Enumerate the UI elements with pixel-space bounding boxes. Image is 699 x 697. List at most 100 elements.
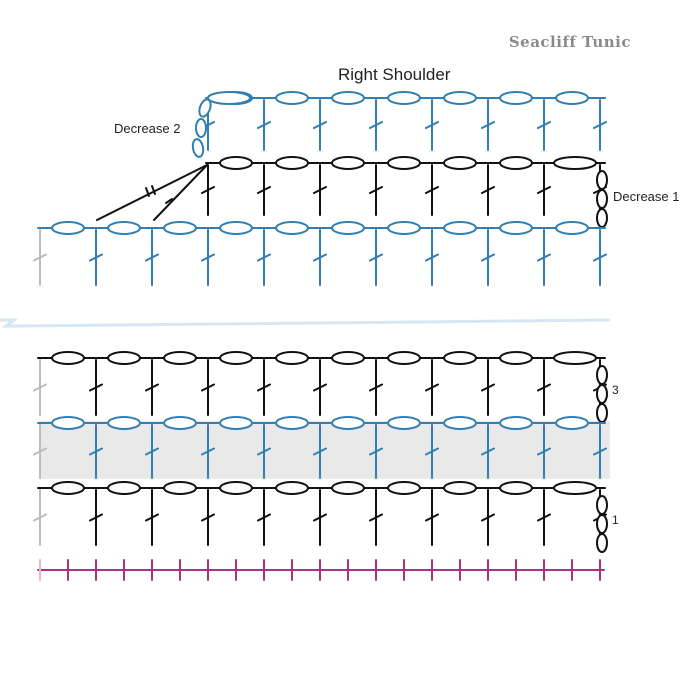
oval-chain-icon [443, 221, 477, 235]
oval-chain-icon [387, 91, 421, 105]
turning-chain-icon [195, 118, 207, 138]
double-crochet-bar-icon [537, 121, 551, 129]
oval-chain-icon [163, 481, 197, 495]
double-crochet-bar-icon [145, 513, 159, 522]
oval-chain-icon [163, 221, 197, 235]
oval-chain-icon [331, 481, 365, 495]
turning-chain-icon [596, 208, 608, 228]
oval-chain-icon [331, 91, 365, 105]
oval-chain-icon [107, 221, 141, 235]
double-crochet-bar-icon [537, 383, 551, 392]
oval-chain-icon [275, 351, 309, 365]
double-crochet-bar-icon [425, 447, 439, 456]
row-3-label: 3 [612, 383, 619, 397]
oval-chain-icon [387, 221, 421, 235]
oval-chain-icon [107, 351, 141, 365]
oval-chain-icon [107, 481, 141, 495]
double-crochet-bar-icon [89, 253, 103, 262]
decrease-2-label: Decrease 2 [114, 121, 181, 136]
chart-title: Right Shoulder [338, 65, 451, 84]
oval-chain-icon [331, 221, 365, 235]
oval-chain-icon [443, 481, 477, 495]
double-crochet-bar-icon [369, 186, 383, 194]
brand-title: Seacliff Tunic [508, 33, 631, 51]
double-crochet-bar-icon [369, 121, 383, 129]
double-crochet-bar-icon [313, 513, 327, 522]
double-crochet-bar-icon [425, 513, 439, 522]
oval-chain-icon [499, 156, 533, 170]
double-crochet-bar-icon [593, 121, 607, 129]
double-crochet-bar-icon [593, 447, 607, 456]
double-crochet-bar-icon [537, 447, 551, 456]
oval-chain-icon [443, 91, 477, 105]
double-crochet-bar-icon [481, 186, 495, 194]
double-crochet-bar-icon [313, 383, 327, 392]
oval-chain-icon [499, 91, 533, 105]
oval-chain-icon [387, 156, 421, 170]
oval-chain-icon [219, 156, 253, 170]
section-break-divider [0, 318, 611, 328]
oval-chain-icon [499, 416, 533, 430]
turning-chain-icon [596, 384, 608, 404]
double-crochet-bar-icon [89, 513, 103, 522]
oval-chain-icon [219, 221, 253, 235]
turning-chain-icon [596, 189, 608, 209]
oval-chain-icon [163, 416, 197, 430]
oval-chain-icon [499, 481, 533, 495]
double-crochet-bar-icon [145, 253, 159, 262]
turning-chain-icon [191, 138, 205, 158]
double-crochet-bar-icon [537, 186, 551, 194]
oval-chain-icon [51, 221, 85, 235]
oval-chain-icon [553, 481, 597, 495]
oval-chain-icon [275, 221, 309, 235]
oval-chain-icon [51, 351, 85, 365]
double-crochet-bar-icon [313, 186, 327, 194]
double-crochet-bar-icon [257, 186, 271, 194]
double-crochet-bar-icon [33, 253, 47, 262]
oval-chain-icon [107, 416, 141, 430]
double-crochet-bar-icon [369, 513, 383, 522]
double-crochet-bar-icon [537, 513, 551, 522]
oval-chain-icon [387, 351, 421, 365]
oval-chain-icon [207, 91, 251, 105]
oval-chain-icon [553, 156, 597, 170]
double-crochet-bar-icon [257, 253, 271, 262]
double-crochet-bar-icon [481, 383, 495, 392]
oval-chain-icon [275, 416, 309, 430]
decrease-stitch-icon [153, 164, 208, 221]
double-crochet-bar-icon [481, 447, 495, 456]
double-crochet-bar-icon [257, 383, 271, 392]
turning-chain-icon [596, 403, 608, 423]
double-crochet-bar-icon [481, 253, 495, 262]
double-crochet-bar-icon [201, 383, 215, 392]
oval-chain-icon [51, 416, 85, 430]
oval-chain-icon [331, 156, 365, 170]
double-crochet-bar-icon [425, 383, 439, 392]
oval-chain-icon [555, 221, 589, 235]
oval-chain-icon [331, 416, 365, 430]
oval-chain-icon [555, 91, 589, 105]
oval-chain-icon [387, 481, 421, 495]
oval-chain-icon [275, 91, 309, 105]
oval-chain-icon [331, 351, 365, 365]
turning-chain-icon [596, 170, 608, 190]
double-crochet-bar-icon [425, 186, 439, 194]
turning-chain-icon [198, 98, 212, 118]
double-crochet-bar-icon [369, 447, 383, 456]
turning-chain-icon [596, 533, 608, 553]
turning-chain-icon [596, 514, 608, 534]
double-crochet-bar-icon [425, 121, 439, 129]
double-crochet-bar-icon [593, 253, 607, 262]
double-crochet-bar-icon [33, 447, 47, 456]
double-crochet-bar-icon [257, 121, 271, 129]
oval-chain-icon [275, 481, 309, 495]
oval-chain-icon [555, 416, 589, 430]
row-1-label: 1 [612, 513, 619, 527]
decrease-tick-icon [145, 187, 150, 197]
oval-chain-icon [219, 416, 253, 430]
oval-chain-icon [443, 416, 477, 430]
double-crochet-bar-icon [313, 447, 327, 456]
double-crochet-bar-icon [313, 253, 327, 262]
